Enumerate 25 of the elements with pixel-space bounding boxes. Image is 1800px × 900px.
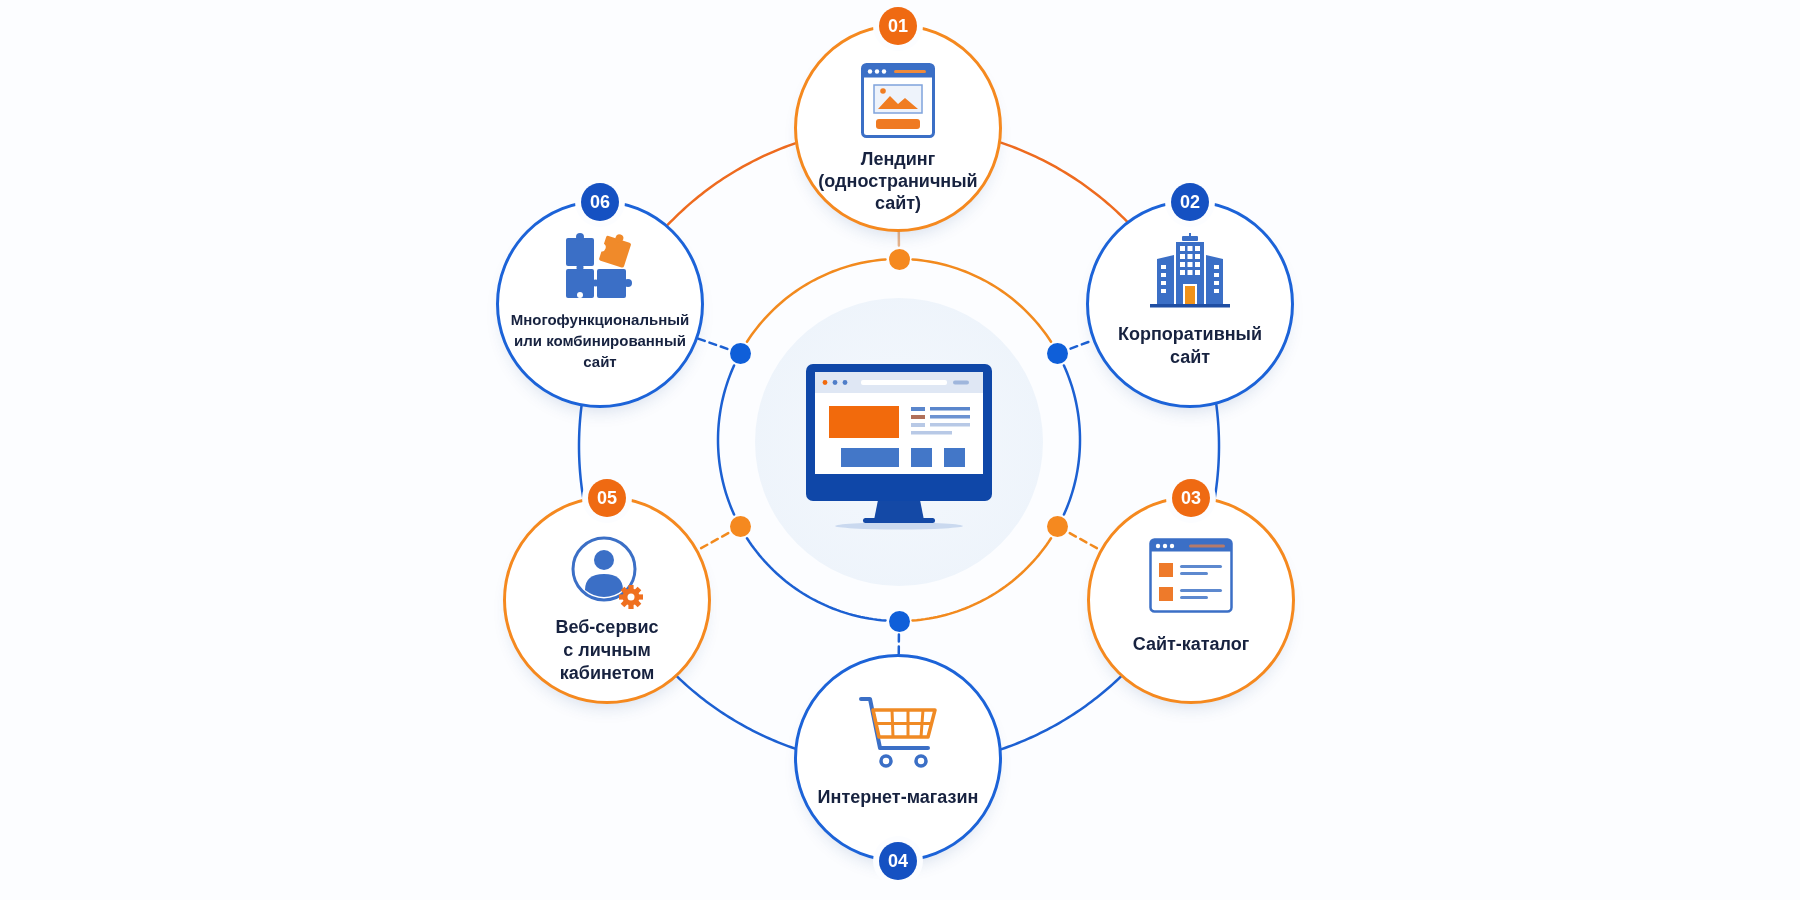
- connector-dot: [1047, 342, 1069, 364]
- connector-line: [911, 537, 1053, 622]
- connector-line: [1000, 675, 1122, 751]
- connector-dot: [729, 516, 751, 538]
- node-label: Интернет-магазин: [816, 786, 980, 809]
- connector-line: [745, 537, 887, 622]
- connector-line: [1062, 364, 1082, 516]
- connector-dot: [888, 248, 910, 270]
- connector-dot: [1047, 516, 1069, 538]
- connector-line: [676, 675, 796, 750]
- node-label: Веб-сервис с личным кабинетом: [554, 616, 660, 685]
- dashed-connector: [897, 633, 901, 656]
- node-label: Сайт-каталог: [1131, 633, 1251, 656]
- node-label: Многофункциональный или комбинированный сайт: [509, 310, 691, 372]
- connector-line: [716, 364, 736, 516]
- connector-line: [999, 141, 1129, 223]
- node-label: Лендинг (одностраничный сайт): [817, 148, 979, 214]
- connector-dot: [888, 610, 910, 632]
- connector-dot: [729, 342, 751, 364]
- desktop-monitor-illustration: [806, 364, 992, 530]
- node-label: Корпоративный сайт: [1116, 323, 1264, 369]
- connector-line: [745, 258, 887, 343]
- dashed-connector: [696, 337, 729, 351]
- connector-line: [911, 258, 1053, 343]
- connector-line: [666, 142, 797, 227]
